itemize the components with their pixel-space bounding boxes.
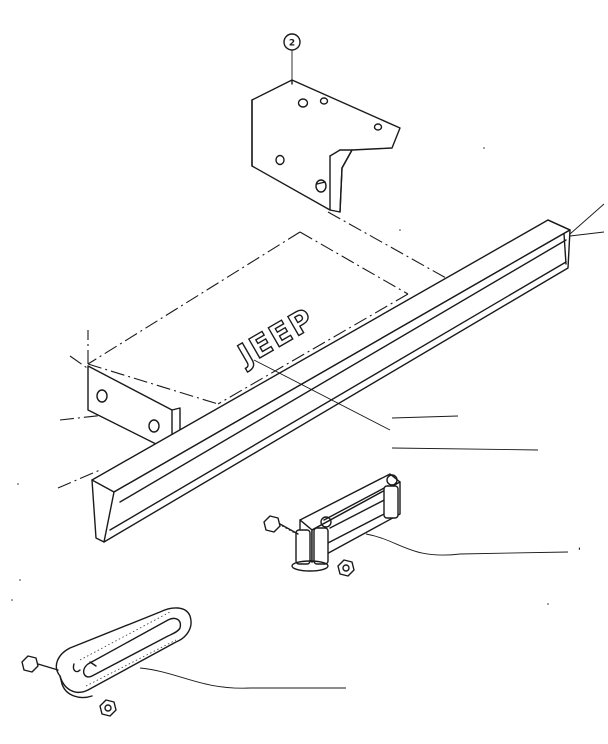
mounting-bracket: 2 <box>251 33 401 213</box>
alignment-lines <box>57 211 447 489</box>
bolt-left <box>263 515 299 535</box>
nut-right <box>337 559 355 577</box>
roller-guide-assembly: ' <box>263 473 581 577</box>
callout-number-2: 2 <box>289 39 295 49</box>
print-specks <box>11 147 549 605</box>
jeep-leaders <box>253 359 539 451</box>
bumper-beam <box>91 203 605 543</box>
fairlead-bolt <box>21 655 59 673</box>
hawse-fairlead <box>21 607 346 717</box>
fairlead-nut <box>99 699 117 717</box>
roller-tick: ' <box>578 547 581 557</box>
